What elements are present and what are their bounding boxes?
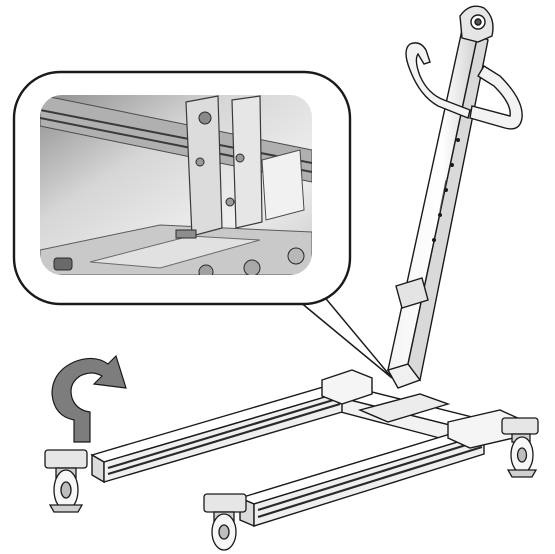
mast-top-pivot: [459, 5, 494, 43]
rotate-arrow-icon: [51, 354, 127, 443]
callout-pointer: [287, 281, 393, 379]
caster-wheel-rear-right: [501, 417, 539, 478]
caster-wheel-front-left: [44, 449, 88, 513]
left-leg-rail: [90, 384, 344, 484]
caster-wheel-front-right: [203, 493, 247, 551]
mast-column: [386, 5, 494, 389]
detail-callout-bubble: [12, 70, 352, 306]
base-frame: [90, 369, 523, 528]
right-leg-rail: [237, 427, 487, 528]
push-handle: [405, 42, 523, 130]
